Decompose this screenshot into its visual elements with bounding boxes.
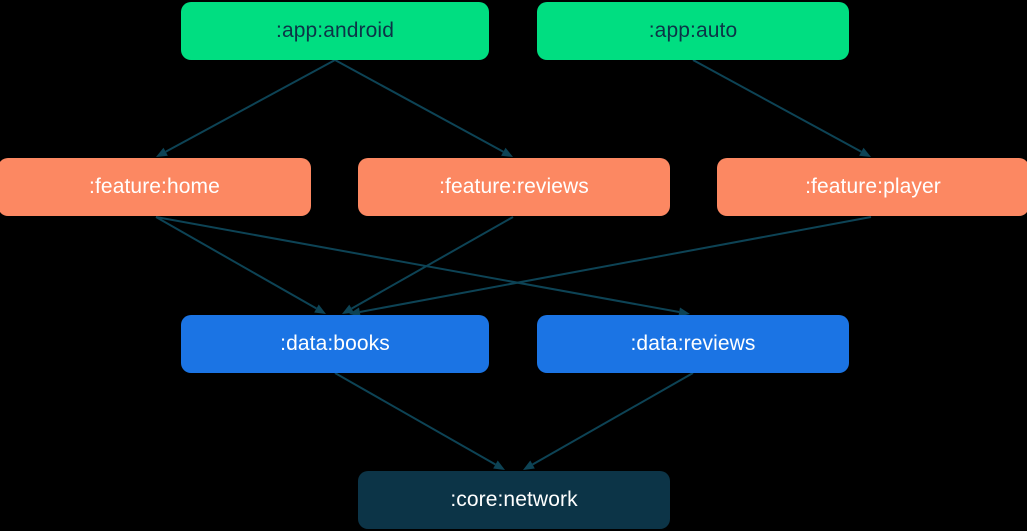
edge-app-android-to-feature-reviews: [334, 59, 513, 157]
node-data-books[interactable]: :data:books: [181, 315, 489, 373]
edge-line: [532, 372, 694, 466]
arrowhead-icon: [342, 304, 354, 314]
node-label: :feature:player: [805, 175, 941, 198]
arrowhead-icon: [156, 147, 168, 157]
edge-line: [334, 59, 504, 153]
node-feature-home[interactable]: :feature:home: [0, 158, 311, 216]
edge-line: [334, 372, 496, 466]
arrowhead-icon: [349, 307, 361, 317]
node-label: :data:books: [280, 332, 390, 355]
arrowhead-icon: [501, 147, 513, 157]
node-label: :app:android: [276, 19, 394, 42]
edge-feature-home-to-data-books: [155, 216, 326, 314]
edge-data-books-to-core-network: [334, 372, 505, 470]
node-feature-reviews[interactable]: :feature:reviews: [358, 158, 670, 216]
arrowhead-icon: [314, 304, 326, 314]
node-label: :feature:reviews: [439, 175, 589, 198]
edge-feature-player-to-data-books: [349, 216, 872, 317]
arrowhead-icon: [523, 460, 535, 470]
node-app-android[interactable]: :app:android: [181, 2, 489, 60]
edge-app-auto-to-feature-player: [692, 59, 871, 157]
edge-feature-reviews-to-data-books: [342, 216, 514, 314]
node-label: :data:reviews: [630, 332, 756, 355]
edge-line: [351, 216, 514, 310]
edge-app-android-to-feature-home: [156, 59, 336, 157]
arrowhead-icon: [493, 460, 505, 470]
node-label: :app:auto: [648, 19, 738, 42]
node-core-network[interactable]: :core:network: [358, 471, 670, 529]
edge-feature-home-to-data-reviews: [155, 216, 690, 317]
node-data-reviews[interactable]: :data:reviews: [537, 315, 849, 373]
arrowhead-icon: [678, 307, 690, 317]
edge-line: [155, 216, 317, 310]
edge-line: [165, 59, 336, 153]
edge-line: [155, 216, 680, 314]
edge-line: [359, 216, 872, 313]
node-label: :feature:home: [89, 175, 220, 198]
node-feature-player[interactable]: :feature:player: [717, 158, 1027, 216]
node-app-auto[interactable]: :app:auto: [537, 2, 849, 60]
edge-line: [692, 59, 862, 153]
edge-data-reviews-to-core-network: [523, 372, 694, 470]
node-label: :core:network: [450, 488, 578, 511]
arrowhead-icon: [859, 147, 871, 157]
